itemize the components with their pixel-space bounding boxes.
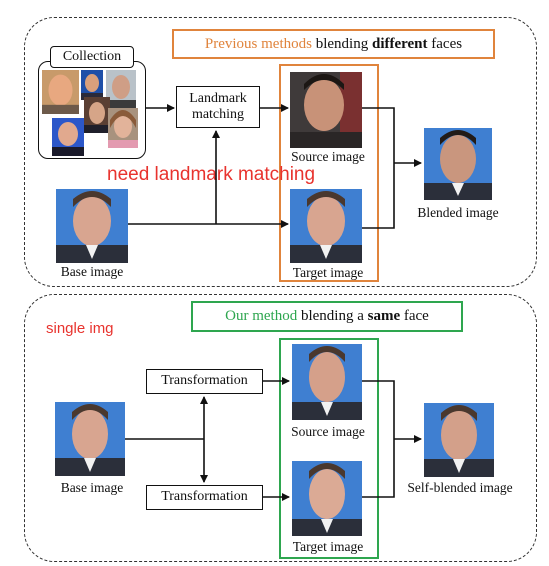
top-source-image — [290, 72, 362, 148]
arrow-merge-to-blended — [362, 107, 395, 229]
transformation-box-top: Transformation — [146, 369, 263, 394]
single-img-annotation: single img — [46, 320, 114, 337]
our-method-panel — [24, 294, 537, 562]
bottom-base-image — [55, 402, 125, 476]
collection-face-5 — [52, 118, 84, 156]
bottom-source-image — [292, 344, 362, 420]
top-blended-image — [424, 128, 492, 200]
top-base-image — [56, 189, 128, 263]
top-target-image — [290, 189, 362, 263]
our-method-title: Our method blending a same face — [191, 301, 463, 332]
previous-methods-title: Previous methods blending different face… — [172, 29, 495, 59]
top-source-label: Source image — [291, 149, 365, 164]
top-target-label: Target image — [292, 265, 364, 280]
previous-source-target-frame — [279, 64, 379, 282]
bottom-self-blended-label: Self-blended image — [407, 480, 513, 495]
top-base-label: Base image — [60, 264, 124, 279]
bottom-self-blended-image — [424, 403, 494, 477]
previous-methods-panel — [24, 17, 537, 287]
collection-face-1 — [42, 70, 79, 114]
collection-label-box: Collection — [50, 46, 134, 68]
collection-face-2 — [81, 70, 103, 100]
bottom-target-image — [292, 461, 362, 536]
top-blended-label: Blended image — [417, 205, 499, 220]
collection-face-3 — [106, 70, 136, 108]
our-source-target-frame — [279, 338, 379, 559]
bottom-base-label: Base image — [60, 480, 124, 495]
need-landmark-annotation: need landmark matching — [107, 164, 316, 185]
bottom-target-label: Target image — [292, 539, 364, 554]
bottom-source-label: Source image — [291, 424, 365, 439]
arrow-merge-to-self-blended — [362, 380, 395, 498]
collection-face-6 — [108, 108, 138, 148]
transformation-box-bottom: Transformation — [146, 485, 263, 510]
collection-face-4 — [84, 97, 110, 133]
